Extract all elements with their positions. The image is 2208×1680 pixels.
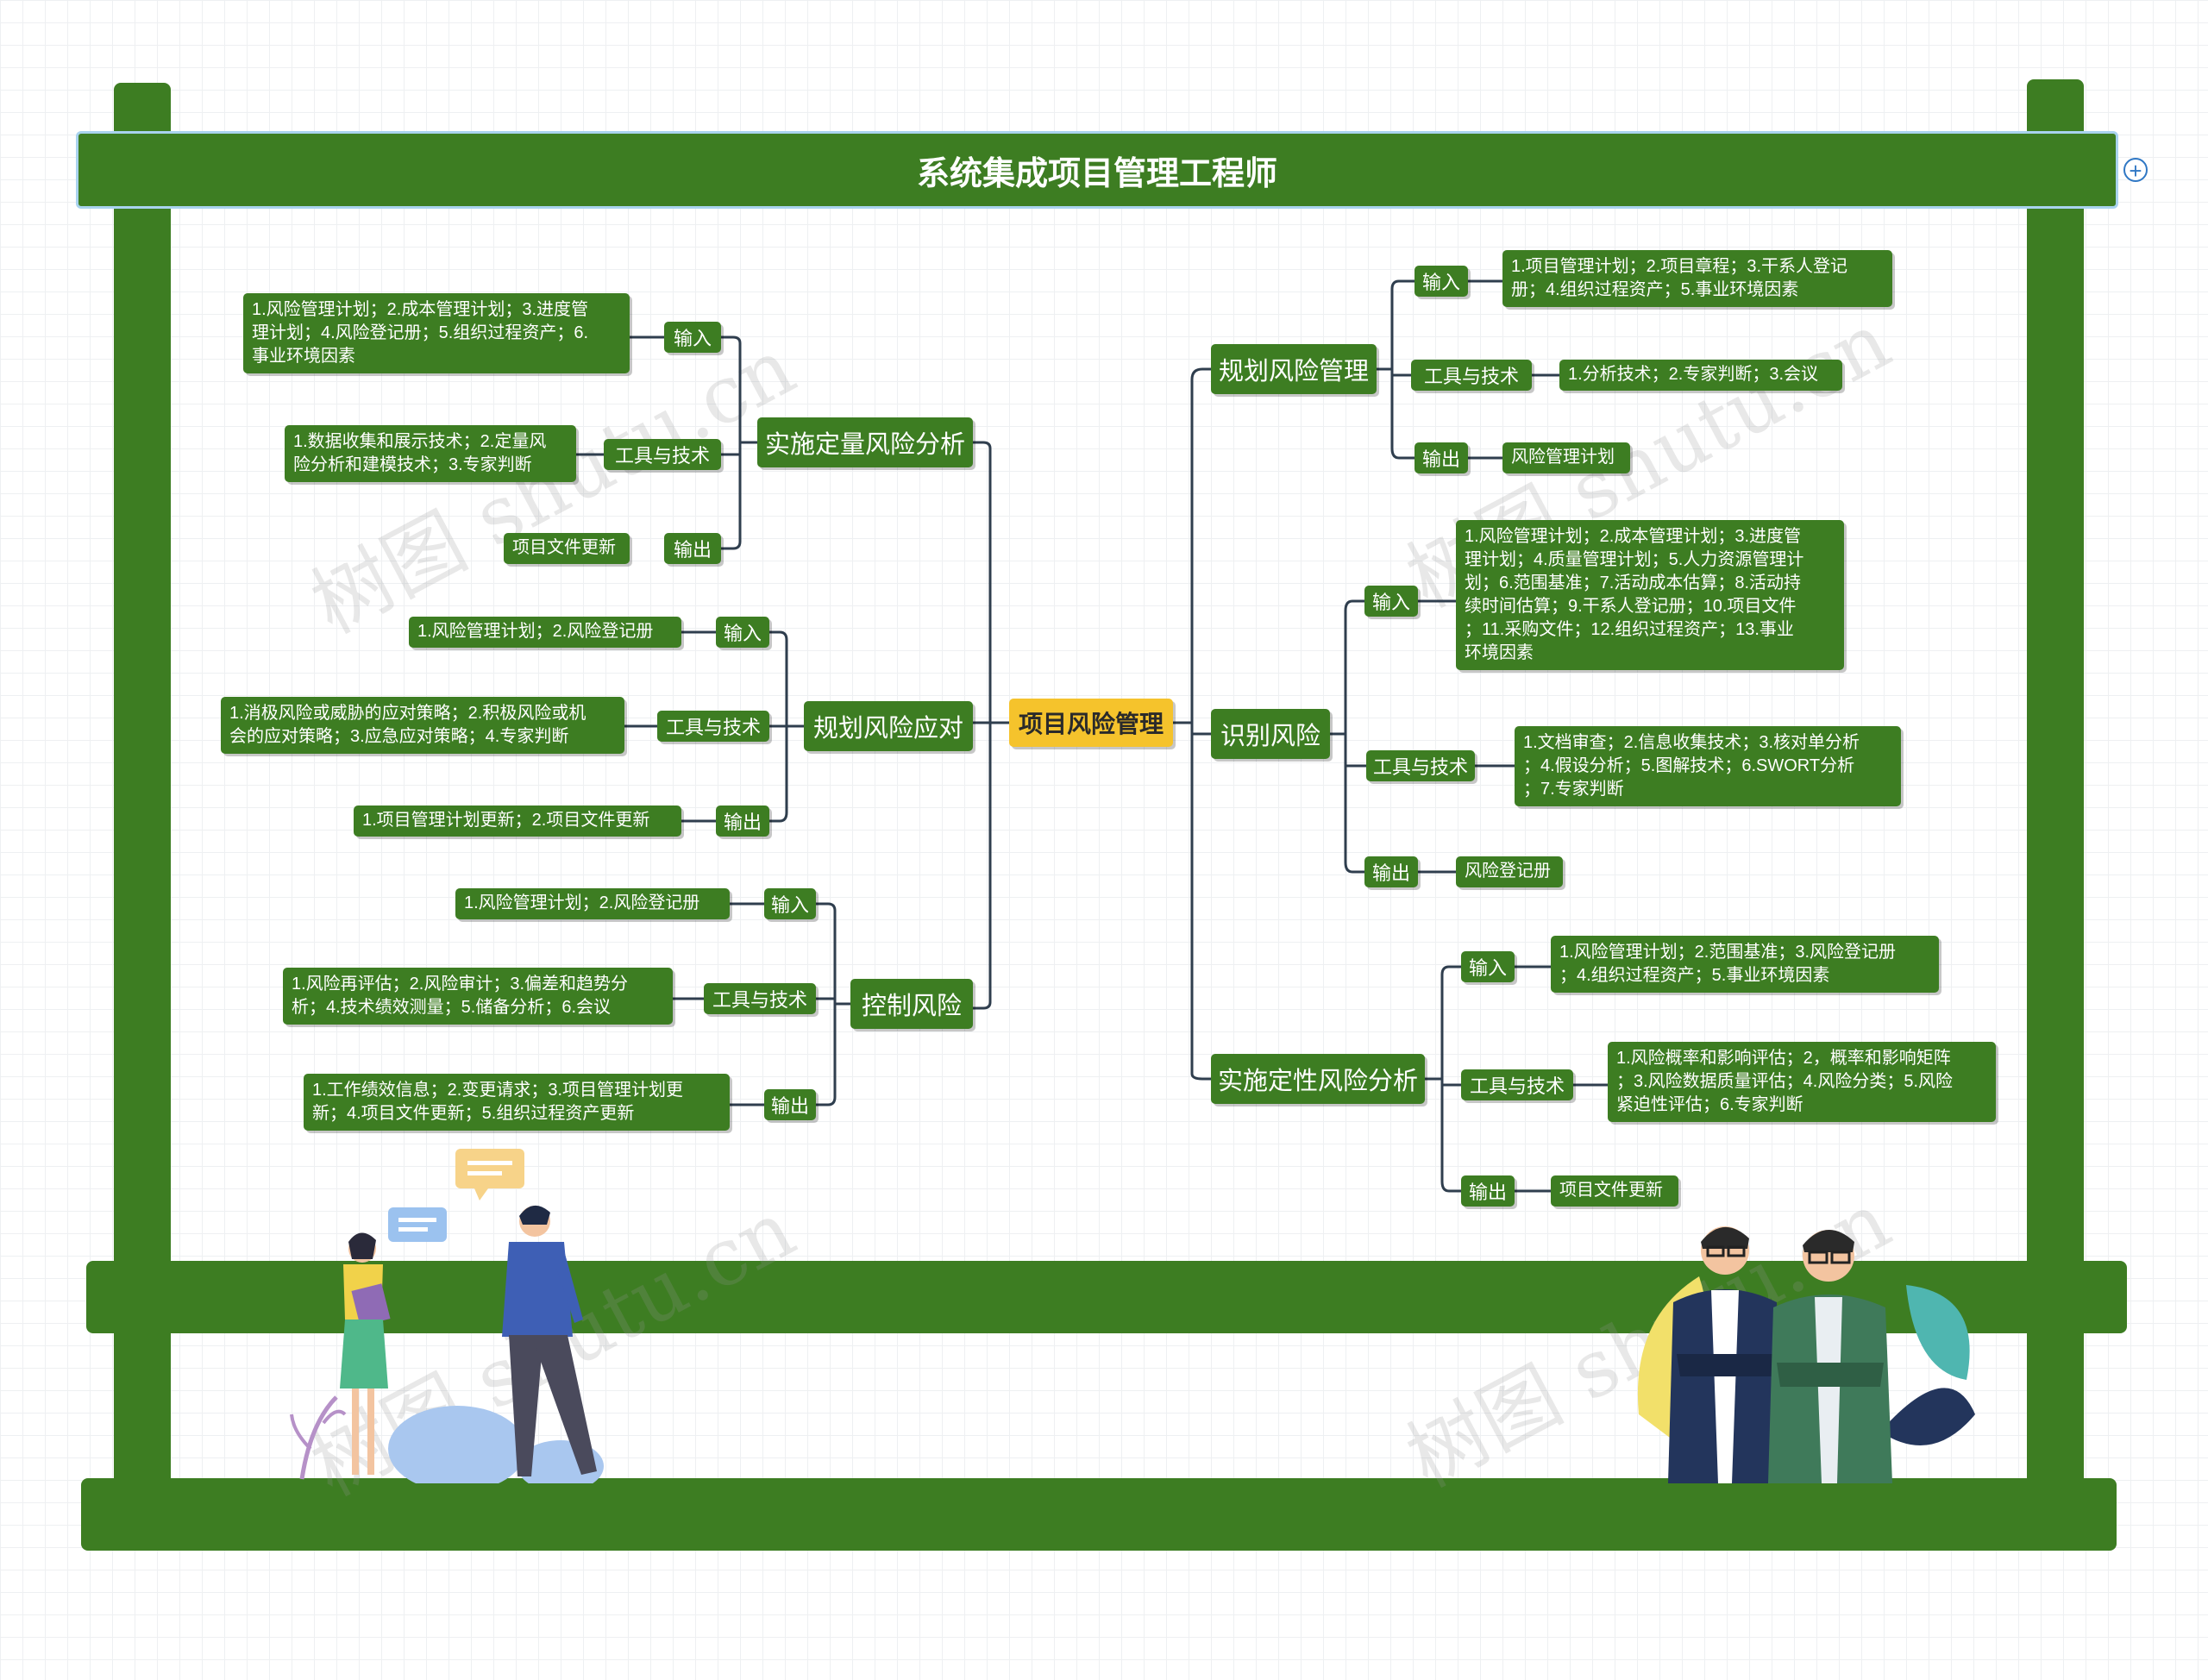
planmgmt-tools-detail[interactable]: 1.分析技术；2.专家判断；3.会议 [1559, 360, 1842, 391]
response-tools-label[interactable]: 工具与技术 [657, 711, 769, 742]
illustration-businessmen [1637, 1226, 1975, 1483]
page-title: 系统集成项目管理工程师 [76, 131, 2118, 209]
qual-tools-label[interactable]: 工具与技术 [1461, 1069, 1573, 1100]
control-input-detail[interactable]: 1.风险管理计划；2.风险登记册 [455, 888, 730, 919]
planmgmt-tools-label[interactable]: 工具与技术 [1411, 360, 1532, 391]
identify-input-detail[interactable]: 1.风险管理计划；2.成本管理计划；3.进度管 理计划；4.质量管理计划；5.人… [1456, 520, 1844, 670]
control-input-label[interactable]: 输入 [764, 888, 816, 919]
expand-plus-icon[interactable]: + [2123, 158, 2148, 182]
branch-control-risk[interactable]: 控制风险 [850, 979, 973, 1029]
identify-output-detail[interactable]: 风险登记册 [1456, 856, 1563, 887]
quant-tools-label[interactable]: 工具与技术 [604, 439, 721, 470]
response-input-label[interactable]: 输入 [716, 617, 769, 648]
planmgmt-output-label[interactable]: 输出 [1414, 442, 1468, 473]
branch-plan-response[interactable]: 规划风险应对 [804, 701, 973, 751]
qual-input-detail[interactable]: 1.风险管理计划；2.范围基准；3.风险登记册 ；4.组织过程资产；5.事业环境… [1551, 936, 1939, 993]
response-output-detail[interactable]: 1.项目管理计划更新；2.项目文件更新 [354, 806, 681, 837]
identify-input-label[interactable]: 输入 [1364, 586, 1418, 617]
root-node[interactable]: 项目风险管理 [1009, 699, 1173, 747]
page-title-text: 系统集成项目管理工程师 [916, 155, 1277, 192]
qual-input-label[interactable]: 输入 [1461, 951, 1515, 982]
response-output-label[interactable]: 输出 [716, 806, 769, 837]
control-tools-label[interactable]: 工具与技术 [704, 983, 816, 1014]
quant-input-detail[interactable]: 1.风险管理计划；2.成本管理计划；3.进度管 理计划；4.风险登记册；5.组织… [243, 293, 630, 373]
quant-output-label[interactable]: 输出 [664, 533, 721, 564]
qual-tools-detail[interactable]: 1.风险概率和影响评估；2，概率和影响矩阵 ；3.风险数据质量评估；4.风险分类… [1608, 1042, 1996, 1122]
branch-qual-analysis[interactable]: 实施定性风险分析 [1211, 1054, 1425, 1104]
identify-tools-label[interactable]: 工具与技术 [1366, 750, 1475, 781]
frame-rail-bottom [81, 1478, 2117, 1551]
identify-output-label[interactable]: 输出 [1364, 856, 1418, 887]
branch-identify-risk[interactable]: 识别风险 [1211, 709, 1330, 759]
illustration-people-talking [290, 1149, 604, 1483]
control-output-detail[interactable]: 1.工作绩效信息；2.变更请求；3.项目管理计划更 新；4.项目文件更新；5.组… [304, 1074, 730, 1131]
branch-plan-risk-mgmt[interactable]: 规划风险管理 [1211, 344, 1377, 394]
response-input-detail[interactable]: 1.风险管理计划；2.风险登记册 [409, 617, 681, 648]
planmgmt-input-detail[interactable]: 1.项目管理计划；2.项目章程；3.干系人登记 册；4.组织过程资产；5.事业环… [1502, 250, 1892, 307]
control-tools-detail[interactable]: 1.风险再评估；2.风险审计；3.偏差和趋势分 析；4.技术绩效测量；5.储备分… [283, 968, 673, 1025]
quant-tools-detail[interactable]: 1.数据收集和展示技术；2.定量风 险分析和建模技术；3.专家判断 [285, 425, 576, 482]
identify-tools-detail[interactable]: 1.文档审查；2.信息收集技术；3.核对单分析 ；4.假设分析；5.图解技术；6… [1515, 726, 1901, 806]
control-output-label[interactable]: 输出 [764, 1089, 816, 1120]
planmgmt-output-detail[interactable]: 风险管理计划 [1502, 442, 1630, 473]
quant-input-label[interactable]: 输入 [664, 322, 721, 353]
qual-output-label[interactable]: 输出 [1461, 1175, 1515, 1207]
branch-quant-analysis[interactable]: 实施定量风险分析 [757, 417, 973, 467]
response-tools-detail[interactable]: 1.消极风险或威胁的应对策略；2.积极风险或机 会的应对策略；3.应急应对策略；… [221, 697, 624, 754]
planmgmt-input-label[interactable]: 输入 [1414, 266, 1468, 297]
qual-output-detail[interactable]: 项目文件更新 [1551, 1175, 1678, 1207]
quant-output-detail[interactable]: 项目文件更新 [504, 533, 630, 564]
